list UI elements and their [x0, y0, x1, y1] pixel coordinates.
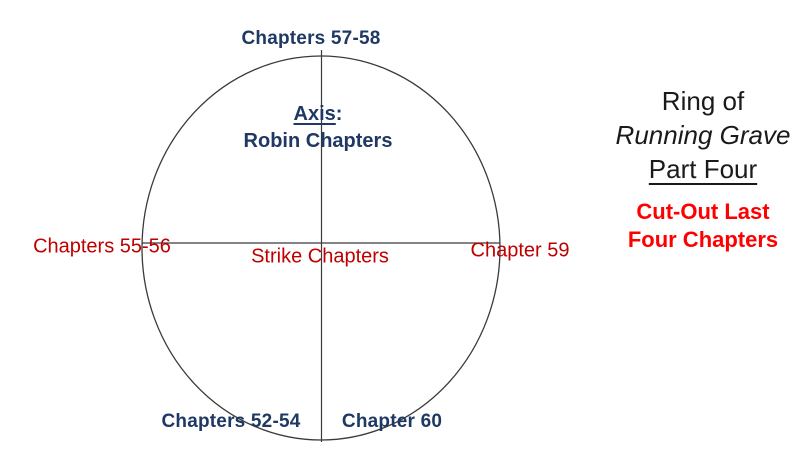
label-chapter-59: Chapter 59	[470, 239, 570, 262]
side-title: Ring of Running Grave Part Four	[616, 84, 791, 186]
axis-heading-colon: :	[335, 103, 343, 125]
side-subtitle-line2: Four Chapters	[627, 227, 779, 252]
label-chapters-52-54: Chapters 52-54	[161, 411, 301, 432]
side-title-line3: Part Four	[648, 154, 758, 184]
axis-subheading: Robin Chapters	[243, 130, 393, 152]
side-subtitle: Cut-Out Last Four Chapters	[616, 198, 791, 254]
label-chapters-57-58: Chapters 57-58	[241, 28, 381, 49]
label-strike-chapters: Strike Chapters	[251, 245, 389, 268]
side-subtitle-line1: Cut-Out Last	[636, 199, 770, 224]
label-chapters-55-56: Chapters 55-56	[33, 235, 171, 258]
axis-heading: Axis:	[244, 101, 393, 128]
side-title-panel: Ring of Running Grave Part Four Cut-Out …	[616, 84, 791, 254]
side-title-line2: Running Grave	[615, 120, 791, 150]
axis-heading-word: Axis	[293, 103, 336, 125]
axis-robin-chapters-block: Axis: Robin Chapters	[244, 101, 393, 155]
label-chapter-60: Chapter 60	[341, 411, 443, 432]
side-title-line1: Ring of	[661, 86, 745, 116]
